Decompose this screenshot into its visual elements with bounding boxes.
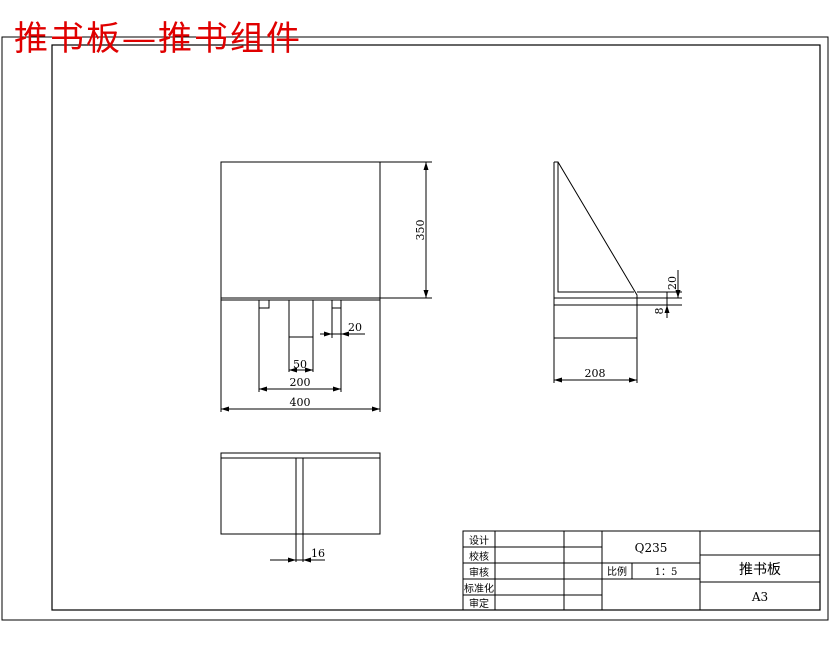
arrowhead bbox=[629, 377, 637, 383]
arrowhead bbox=[289, 367, 297, 373]
dim-text-208: 208 bbox=[585, 367, 606, 380]
arrowhead bbox=[288, 557, 296, 563]
dim-text-50: 50 bbox=[293, 358, 307, 371]
dim-text-200: 200 bbox=[290, 376, 311, 389]
arrowhead bbox=[221, 406, 229, 412]
arrowhead bbox=[554, 377, 562, 383]
side-arrows bbox=[554, 290, 681, 383]
arrowhead bbox=[303, 557, 311, 563]
arrowhead bbox=[675, 290, 681, 298]
row-label-approve: 审定 bbox=[469, 597, 489, 610]
arrowhead bbox=[341, 331, 349, 337]
scale-label: 比例 bbox=[607, 565, 627, 578]
front-arrows bbox=[221, 162, 429, 412]
dim-text-350: 350 bbox=[414, 220, 427, 241]
arrowhead bbox=[423, 290, 429, 298]
arrowhead bbox=[324, 331, 332, 337]
arrowhead bbox=[305, 367, 313, 373]
bottom-outline bbox=[220, 452, 381, 535]
row-label-review: 审核 bbox=[469, 566, 489, 579]
scale-value: 1：5 bbox=[655, 567, 678, 578]
dim-text-20: 20 bbox=[666, 276, 679, 290]
bottom-arrows bbox=[288, 557, 311, 563]
slot-profile bbox=[258, 300, 270, 309]
side-inner-edge bbox=[557, 162, 634, 293]
arrowhead bbox=[333, 386, 341, 392]
dim-text-20: 20 bbox=[348, 321, 362, 334]
bottom-view bbox=[220, 452, 381, 562]
arrowhead bbox=[259, 386, 267, 392]
title-block-frame bbox=[462, 530, 821, 611]
front-view bbox=[220, 161, 432, 412]
row-label-check: 校核 bbox=[469, 550, 489, 563]
slot-profile bbox=[288, 300, 314, 338]
part-name: 推书板 bbox=[739, 562, 781, 578]
outer-border bbox=[1, 36, 829, 621]
side-outline bbox=[553, 161, 638, 339]
row-label-design: 设计 bbox=[469, 534, 489, 547]
title-block bbox=[462, 530, 821, 611]
dim-text-16: 16 bbox=[311, 547, 325, 560]
dim-text-400: 400 bbox=[290, 396, 311, 409]
inner-border bbox=[51, 44, 821, 611]
side-view bbox=[553, 161, 682, 383]
material-text: Q235 bbox=[635, 541, 668, 555]
dim-text-8: 8 bbox=[653, 308, 666, 315]
sheet-size: A3 bbox=[751, 590, 768, 604]
row-label-standard: 标准化 bbox=[464, 582, 494, 595]
arrowhead bbox=[423, 162, 429, 170]
sheet-title: 推书板—推书组件 bbox=[14, 19, 302, 59]
slot-profile bbox=[331, 300, 342, 309]
arrowhead bbox=[372, 406, 380, 412]
front-outline bbox=[220, 161, 381, 299]
arrowhead bbox=[664, 305, 670, 313]
